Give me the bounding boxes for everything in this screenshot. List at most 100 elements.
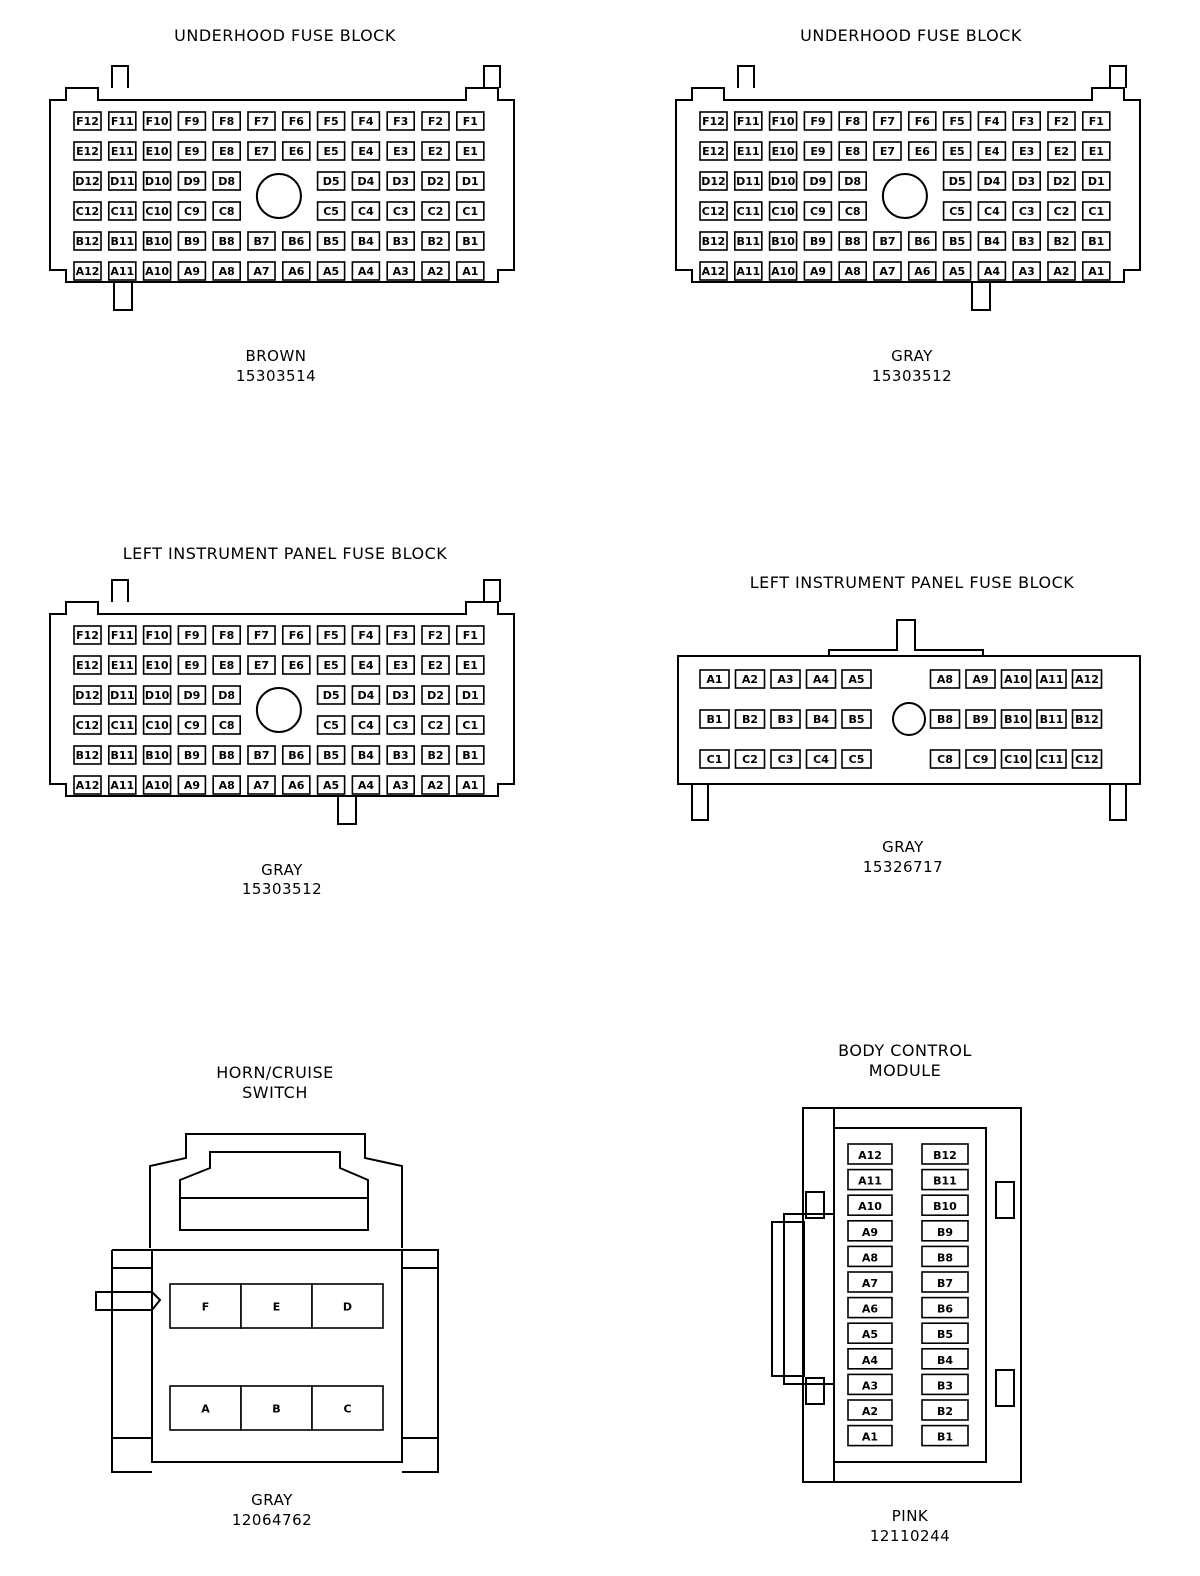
pin-cavity [212, 775, 241, 795]
pin-label: B8 [937, 713, 953, 726]
latch-post [483, 579, 501, 602]
pin-label: A7 [253, 265, 269, 278]
pin-cavity [699, 141, 728, 161]
pin-cavity [699, 261, 728, 281]
pin-cavity [142, 625, 172, 645]
pin-cavity [929, 669, 961, 689]
connector-color-label: GRAY [251, 1491, 293, 1509]
pin-label: E5 [324, 659, 339, 672]
pin-label: F4 [358, 629, 374, 642]
pin-label: A8 [862, 1251, 878, 1264]
pin-cavity [169, 1283, 242, 1329]
side-rib [995, 1181, 1015, 1407]
pin-cavity [1047, 171, 1076, 191]
pin-cavity [1082, 111, 1111, 131]
pin-cavity [847, 1322, 893, 1344]
pin-cavity [73, 685, 102, 705]
pin-label: C10 [145, 719, 169, 732]
pin-label: A11 [736, 265, 760, 278]
pin-cavity [907, 141, 937, 161]
pin-label: D12 [701, 175, 725, 188]
pin-cavity [351, 231, 381, 251]
pin-cavity [768, 261, 798, 281]
pin-cavity [177, 111, 207, 131]
pin-label: B3 [1019, 235, 1035, 248]
pin-cavity [73, 201, 102, 221]
pin-cavity [386, 111, 416, 131]
pin-label: A10 [858, 1200, 882, 1213]
pin-cavity [1047, 261, 1076, 281]
pin-cavity [921, 1348, 969, 1370]
pin-label: E7 [254, 659, 269, 672]
pin-label: C2 [1054, 205, 1070, 218]
locating-hole [255, 687, 302, 733]
pin-cavity [177, 141, 207, 161]
pin-cavity [1012, 231, 1042, 251]
pin-label: A12 [1075, 673, 1099, 686]
pin-cavity [921, 1271, 969, 1293]
pin-cavity [921, 1194, 969, 1216]
pin-label: B5 [848, 713, 864, 726]
pin-cavity [1012, 261, 1042, 281]
pin-label: A1 [1088, 265, 1104, 278]
pin-cavity [142, 745, 172, 765]
pin-label: F5 [324, 629, 339, 642]
pin-cavity [847, 1194, 893, 1216]
side-rib [805, 1191, 825, 1405]
pin-label: D2 [427, 689, 444, 702]
pin-cavity [351, 111, 381, 131]
pin-cavity [1071, 669, 1103, 689]
pin-label: A12 [702, 265, 726, 278]
pin-label: B9 [972, 713, 988, 726]
connector-title: LEFT INSTRUMENT PANEL FUSE BLOCK [749, 573, 1075, 592]
pin-cavity [841, 709, 872, 729]
pin-cavity [921, 1322, 969, 1344]
pin-cavity [805, 709, 837, 729]
pin-cavity [921, 1399, 969, 1421]
pin-cavity [177, 261, 207, 281]
pin-cavity [108, 745, 137, 765]
pin-label: A10 [771, 265, 795, 278]
pin-label: C3 [1019, 205, 1035, 218]
pin-label: A1 [706, 673, 722, 686]
pin-label: B1 [462, 749, 478, 762]
pin-cavity [421, 745, 450, 765]
connector-part-number: 15303512 [871, 367, 953, 385]
pin-label: C8 [219, 719, 235, 732]
pin-cavity [803, 261, 833, 281]
pin-cavity [281, 655, 311, 675]
pin-cavity [805, 749, 837, 769]
pin-label: C1 [1088, 205, 1104, 218]
pin-label: C9 [810, 205, 826, 218]
connector-part-number: 15303514 [235, 367, 317, 385]
pin-cavity [770, 749, 801, 769]
pin-label: F2 [1054, 115, 1069, 128]
pin-cavity [73, 775, 102, 795]
connector-body-outline [151, 1249, 403, 1463]
pin-label: C1 [462, 205, 478, 218]
pin-label: A2 [427, 779, 443, 792]
pin-label: A3 [777, 673, 793, 686]
pin-cavity [873, 111, 902, 131]
pin-cavity [455, 745, 485, 765]
pin-label: A5 [949, 265, 965, 278]
pin-label: D2 [427, 175, 444, 188]
pin-cavity [421, 775, 450, 795]
pin-label: F8 [845, 115, 860, 128]
pin-cavity [699, 749, 730, 769]
pin-cavity [1047, 231, 1076, 251]
pin-label: A4 [358, 779, 375, 792]
pin-cavity [838, 141, 868, 161]
pin-cavity [455, 625, 485, 645]
pin-label: F11 [111, 115, 134, 128]
pin-label: F10 [146, 115, 169, 128]
pin-cavity [965, 669, 996, 689]
pin-label: E1 [463, 145, 478, 158]
pin-label: C9 [184, 719, 200, 732]
pin-label: A2 [1053, 265, 1069, 278]
pin-label: A8 [219, 779, 235, 792]
pin-cavity [733, 171, 763, 191]
pin-cavity [142, 231, 172, 251]
